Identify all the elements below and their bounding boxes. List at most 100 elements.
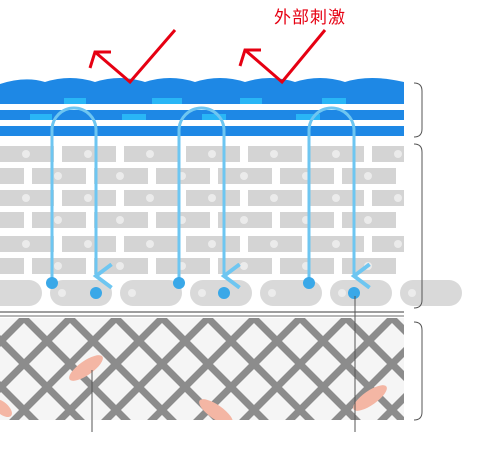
basal-cell bbox=[400, 280, 462, 306]
dermis-fiber bbox=[9, 318, 119, 420]
epidermis-cell bbox=[0, 212, 24, 228]
stimulus-arrow-right-head bbox=[238, 48, 261, 67]
cell-nucleus bbox=[116, 172, 124, 180]
penetration-end-dot bbox=[348, 287, 360, 299]
dermis-fiber bbox=[239, 318, 349, 420]
barrier-gaps bbox=[0, 104, 404, 126]
layer-dividers bbox=[0, 311, 404, 317]
stimulus-arrow-right bbox=[244, 29, 327, 85]
dermis-fiber bbox=[0, 318, 73, 393]
dermis-fiber bbox=[147, 318, 257, 420]
basal-nucleus bbox=[198, 289, 206, 297]
bracket-barrier bbox=[413, 82, 423, 138]
cell-nucleus bbox=[394, 240, 402, 248]
cell-nucleus bbox=[146, 240, 154, 248]
bracket-epidermis bbox=[413, 143, 423, 309]
epidermis-cell bbox=[0, 258, 24, 274]
cell-nucleus bbox=[84, 240, 92, 248]
penetration-arrow bbox=[307, 106, 354, 282]
epidermis-cell bbox=[372, 236, 404, 252]
basal-cell-row bbox=[0, 280, 462, 306]
epidermis-cell bbox=[372, 146, 404, 162]
dermis-fiber bbox=[343, 318, 404, 381]
cell-nucleus bbox=[394, 150, 402, 158]
dermis-fiber bbox=[377, 393, 404, 420]
dermis-fiber bbox=[389, 318, 404, 335]
dermis-fiber bbox=[55, 318, 165, 420]
dermis-fiber bbox=[420, 318, 502, 428]
penetration-start-dot bbox=[173, 277, 185, 289]
dermis-cell bbox=[353, 385, 387, 411]
dermis-fiber bbox=[101, 318, 211, 420]
dermis-cells bbox=[0, 355, 387, 420]
basal-cell bbox=[120, 280, 182, 306]
cell-nucleus bbox=[54, 262, 62, 270]
stimulus-arrow-left-head bbox=[88, 50, 111, 69]
basal-nucleus bbox=[58, 289, 66, 297]
penetration-arrow bbox=[177, 106, 224, 282]
basal-nucleus bbox=[408, 289, 416, 297]
barrier-surface-wave bbox=[0, 78, 404, 96]
basal-nucleus bbox=[128, 289, 136, 297]
layer-brackets bbox=[413, 82, 423, 421]
cell-nucleus bbox=[394, 194, 402, 202]
cell-nucleus bbox=[208, 194, 216, 202]
cell-nucleus bbox=[364, 262, 372, 270]
dermis-fiber bbox=[484, 318, 502, 428]
barrier-band-bottom bbox=[0, 126, 404, 136]
cell-nucleus bbox=[364, 216, 372, 224]
cell-nucleus bbox=[270, 150, 278, 158]
cell-nucleus bbox=[22, 194, 30, 202]
stimulus-arrow-left bbox=[94, 29, 177, 85]
dermis-cell bbox=[69, 355, 103, 381]
basal-cell bbox=[0, 280, 42, 306]
cell-nucleus bbox=[22, 240, 30, 248]
cell-nucleus bbox=[208, 150, 216, 158]
penetration-arrow bbox=[50, 106, 96, 282]
dermis-fiber bbox=[331, 347, 404, 420]
basal-nucleus bbox=[338, 289, 346, 297]
leader-lines bbox=[91, 296, 356, 432]
penetration-end-dot bbox=[90, 287, 102, 299]
penetration-end-dot bbox=[218, 287, 230, 299]
cell-nucleus bbox=[22, 150, 30, 158]
dermis-cell bbox=[0, 399, 12, 417]
cell-nucleus bbox=[54, 172, 62, 180]
cell-nucleus bbox=[208, 240, 216, 248]
cell-nucleus bbox=[240, 262, 248, 270]
epidermis-cell bbox=[0, 168, 24, 184]
cell-nucleus bbox=[332, 194, 340, 202]
dermis-fiber bbox=[438, 318, 502, 428]
epidermis-cell bbox=[372, 190, 404, 206]
external-stimulus-arrows bbox=[88, 29, 327, 85]
cell-nucleus bbox=[116, 216, 124, 224]
penetration-start-dot bbox=[46, 277, 58, 289]
dermis-cell bbox=[199, 399, 233, 420]
cell-nucleus bbox=[332, 150, 340, 158]
dermis-fiber bbox=[285, 318, 395, 420]
dermis-layer bbox=[0, 318, 502, 428]
epidermis-cell-layer bbox=[0, 146, 404, 274]
barrier-highlights bbox=[30, 98, 346, 120]
barrier-band-top bbox=[0, 94, 404, 104]
penetration-flows bbox=[46, 106, 360, 299]
cell-nucleus bbox=[270, 240, 278, 248]
cell-nucleus bbox=[332, 240, 340, 248]
cell-nucleus bbox=[84, 194, 92, 202]
barrier-layer bbox=[0, 78, 404, 136]
cell-nucleus bbox=[146, 150, 154, 158]
cell-nucleus bbox=[240, 172, 248, 180]
basal-cell bbox=[330, 280, 392, 306]
cell-nucleus bbox=[364, 172, 372, 180]
penetration-start-dot bbox=[303, 277, 315, 289]
cell-nucleus bbox=[240, 216, 248, 224]
cell-nucleus bbox=[54, 216, 62, 224]
cell-nucleus bbox=[270, 194, 278, 202]
cell-nucleus bbox=[146, 194, 154, 202]
bracket-dermis bbox=[413, 321, 423, 421]
external-stimulus-label: 外部刺激 bbox=[274, 8, 346, 28]
cell-nucleus bbox=[116, 262, 124, 270]
dermis-fiber bbox=[0, 318, 27, 347]
cell-nucleus bbox=[84, 150, 92, 158]
